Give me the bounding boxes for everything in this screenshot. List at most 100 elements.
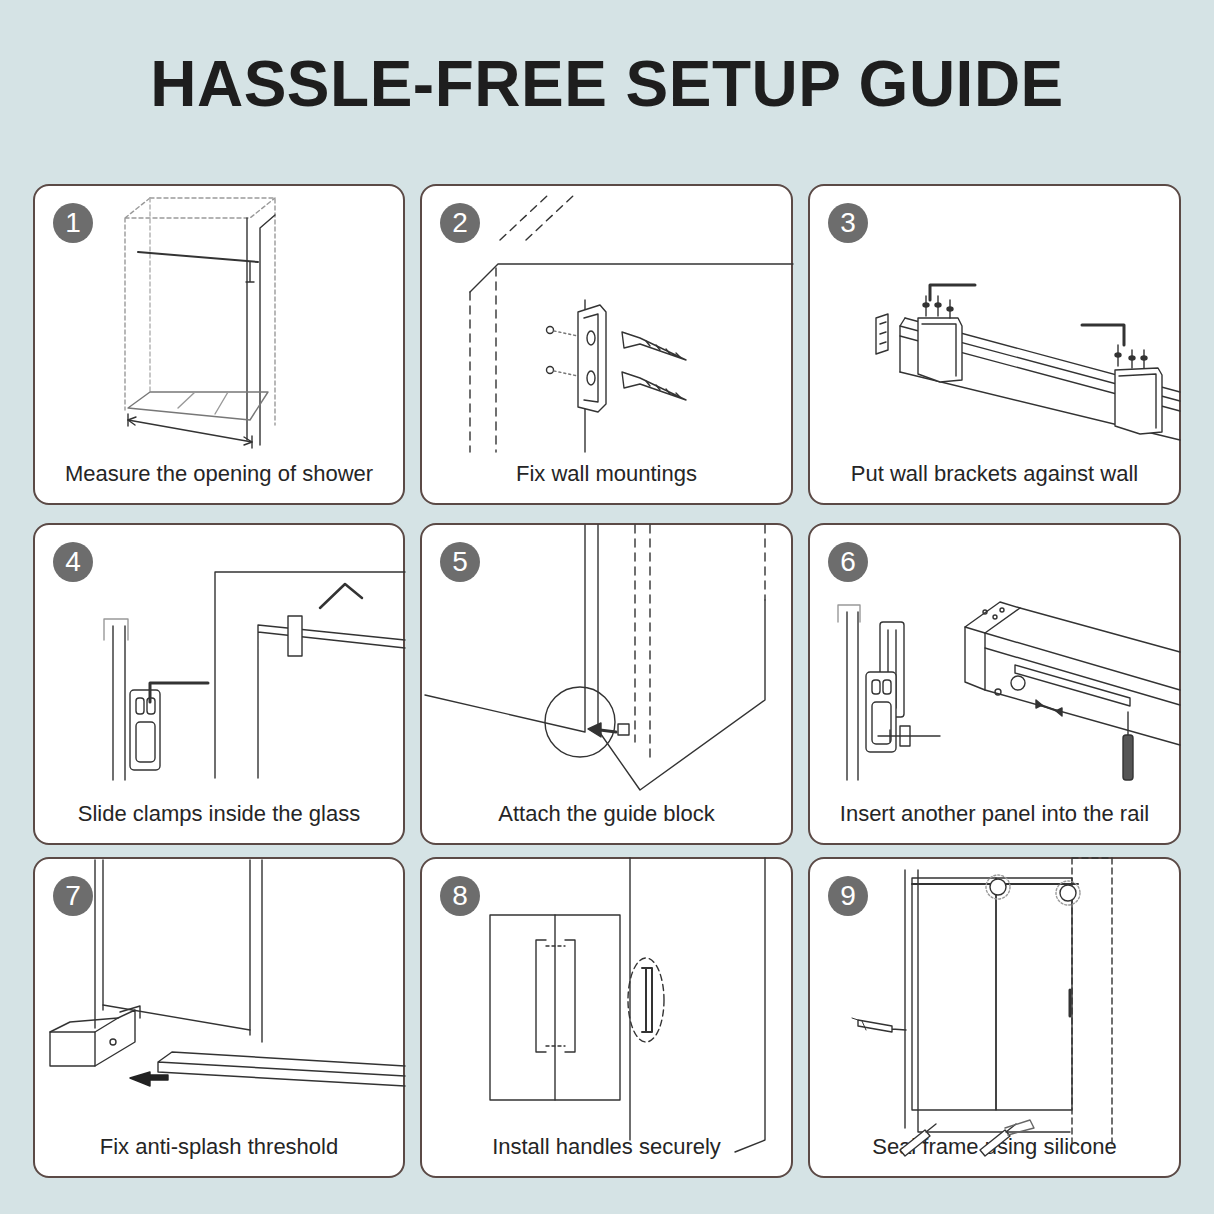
rail-bracket-sketch-part xyxy=(930,285,975,300)
glass-clamp-sketch-part xyxy=(113,626,125,780)
step-panel: 7Fix anti-splash threshold xyxy=(33,857,405,1178)
threshold-sketch-part xyxy=(50,1018,118,1032)
silicone-seal-sketch-part xyxy=(852,1018,866,1030)
rail-insert-sketch-part xyxy=(1015,665,1130,706)
step-caption: Fix anti-splash threshold xyxy=(35,1132,403,1162)
step-number: 2 xyxy=(440,203,480,243)
glass-clamp-sketch-part xyxy=(320,584,362,608)
rail-insert-sketch-part xyxy=(866,672,896,752)
step-panel: 6Insert another panel into the rail xyxy=(808,523,1181,845)
step-number: 9 xyxy=(828,876,868,916)
wall-mounting-sketch-part xyxy=(622,332,686,360)
rail-insert-sketch xyxy=(838,602,1180,780)
silicone-seal-sketch-part xyxy=(912,878,996,1110)
step-caption: Fix wall mountings xyxy=(422,459,791,489)
rail-insert-sketch-part xyxy=(1036,700,1062,716)
rail-insert-sketch-part xyxy=(993,615,997,619)
threshold-sketch-part xyxy=(130,1072,168,1086)
glass-clamp-sketch-part xyxy=(136,722,155,762)
rail-insert-sketch-part xyxy=(888,630,896,708)
threshold-sketch xyxy=(50,860,405,1086)
handle-sketch-part xyxy=(628,958,664,1042)
rail-insert-sketch-part xyxy=(1011,676,1025,690)
shower-opening-sketch-part xyxy=(128,420,252,442)
threshold-sketch-part xyxy=(158,1052,405,1086)
rail-bracket-sketch xyxy=(876,285,1180,440)
shower-opening-sketch xyxy=(125,198,275,448)
wall-mounting-sketch-part xyxy=(646,381,680,397)
silicone-seal-sketch-part xyxy=(1072,858,1112,1145)
glass-clamp-sketch-part xyxy=(258,625,405,778)
step-number: 5 xyxy=(440,542,480,582)
rail-bracket-sketch-part xyxy=(918,318,962,382)
rail-insert-sketch-part xyxy=(1123,735,1133,780)
handle-sketch-part xyxy=(630,858,765,1152)
wall-mounting-sketch-part xyxy=(646,341,680,357)
rail-insert-sketch-part xyxy=(872,680,880,694)
step-caption: Install handles securely xyxy=(422,1132,791,1162)
glass-clamp-sketch-part xyxy=(147,698,155,714)
rail-bracket-sketch-part xyxy=(900,318,1180,440)
silicone-seal-sketch xyxy=(852,858,1112,1156)
handle-sketch-part xyxy=(536,940,546,1052)
step-number: 8 xyxy=(440,876,480,916)
wall-mounting-sketch-part xyxy=(547,327,554,334)
rail-insert-sketch-part xyxy=(965,627,985,690)
step-caption: Slide clamps inside the glass xyxy=(35,799,403,829)
wall-mounting-sketch-part xyxy=(584,314,598,402)
glass-clamp-sketch xyxy=(104,572,405,780)
guide-block-sketch-part xyxy=(600,730,616,732)
rail-insert-sketch-part xyxy=(983,610,987,614)
rail-bracket-sketch-part xyxy=(1119,374,1156,428)
shower-opening-sketch-part xyxy=(125,198,275,410)
rail-bracket-sketch-part xyxy=(1082,325,1124,345)
step-panel: 4Slide clamps inside the glass xyxy=(33,523,405,845)
rail-insert-sketch-part xyxy=(880,622,904,717)
step-caption: Put wall brackets against wall xyxy=(810,459,1179,489)
silicone-seal-sketch-part xyxy=(912,883,1078,885)
handle-sketch-part xyxy=(565,940,575,1052)
wall-mounting-sketch-part xyxy=(470,268,496,452)
rail-insert-sketch-part xyxy=(965,602,1020,633)
silicone-seal-sketch-part xyxy=(990,879,1006,895)
guide-block-sketch-part xyxy=(598,600,765,790)
shower-opening-sketch-part xyxy=(246,262,254,282)
rail-bracket-sketch-part xyxy=(1118,345,1144,368)
step-number: 7 xyxy=(53,876,93,916)
glass-clamp-sketch-part xyxy=(104,619,128,640)
rail-bracket-sketch-part xyxy=(1129,356,1135,360)
glass-clamp-sketch-part xyxy=(288,616,302,656)
rail-bracket-sketch-part xyxy=(922,324,956,376)
threshold-sketch-part xyxy=(50,1032,95,1066)
rail-insert-sketch-part xyxy=(985,608,1180,745)
glass-clamp-sketch-part xyxy=(130,690,160,770)
step-number: 6 xyxy=(828,542,868,582)
handle-sketch-part xyxy=(546,946,565,1046)
shower-opening-sketch-part xyxy=(128,414,252,448)
silicone-seal-sketch-part xyxy=(986,875,1010,899)
threshold-sketch-part xyxy=(103,1005,250,1030)
rail-insert-sketch-part xyxy=(1000,608,1004,612)
wall-mounting-sketch xyxy=(470,195,793,452)
guide-block-sketch-part xyxy=(635,525,765,760)
shower-opening-sketch-part xyxy=(138,252,258,262)
threshold-sketch-part xyxy=(120,1006,140,1018)
rail-insert-sketch-part xyxy=(878,726,940,746)
rail-bracket-sketch-part xyxy=(923,303,929,307)
shower-opening-sketch-part xyxy=(128,417,252,445)
wall-mounting-sketch-part xyxy=(622,372,686,400)
rail-bracket-sketch-part xyxy=(1115,368,1162,434)
wall-mounting-sketch-part xyxy=(470,264,793,292)
wall-mounting-sketch-part xyxy=(587,331,595,345)
guide-block-sketch-part xyxy=(545,687,615,757)
guide-block-sketch xyxy=(425,525,765,790)
rail-bracket-sketch-part xyxy=(947,307,953,311)
wall-mounting-sketch-part xyxy=(578,305,606,412)
threshold-sketch-part xyxy=(95,1010,135,1066)
step-number: 3 xyxy=(828,203,868,243)
rail-bracket-sketch-part xyxy=(900,318,905,372)
wall-mounting-sketch-part xyxy=(547,367,554,374)
shower-opening-sketch-part xyxy=(178,392,228,414)
guide-block-sketch-part xyxy=(588,723,601,737)
